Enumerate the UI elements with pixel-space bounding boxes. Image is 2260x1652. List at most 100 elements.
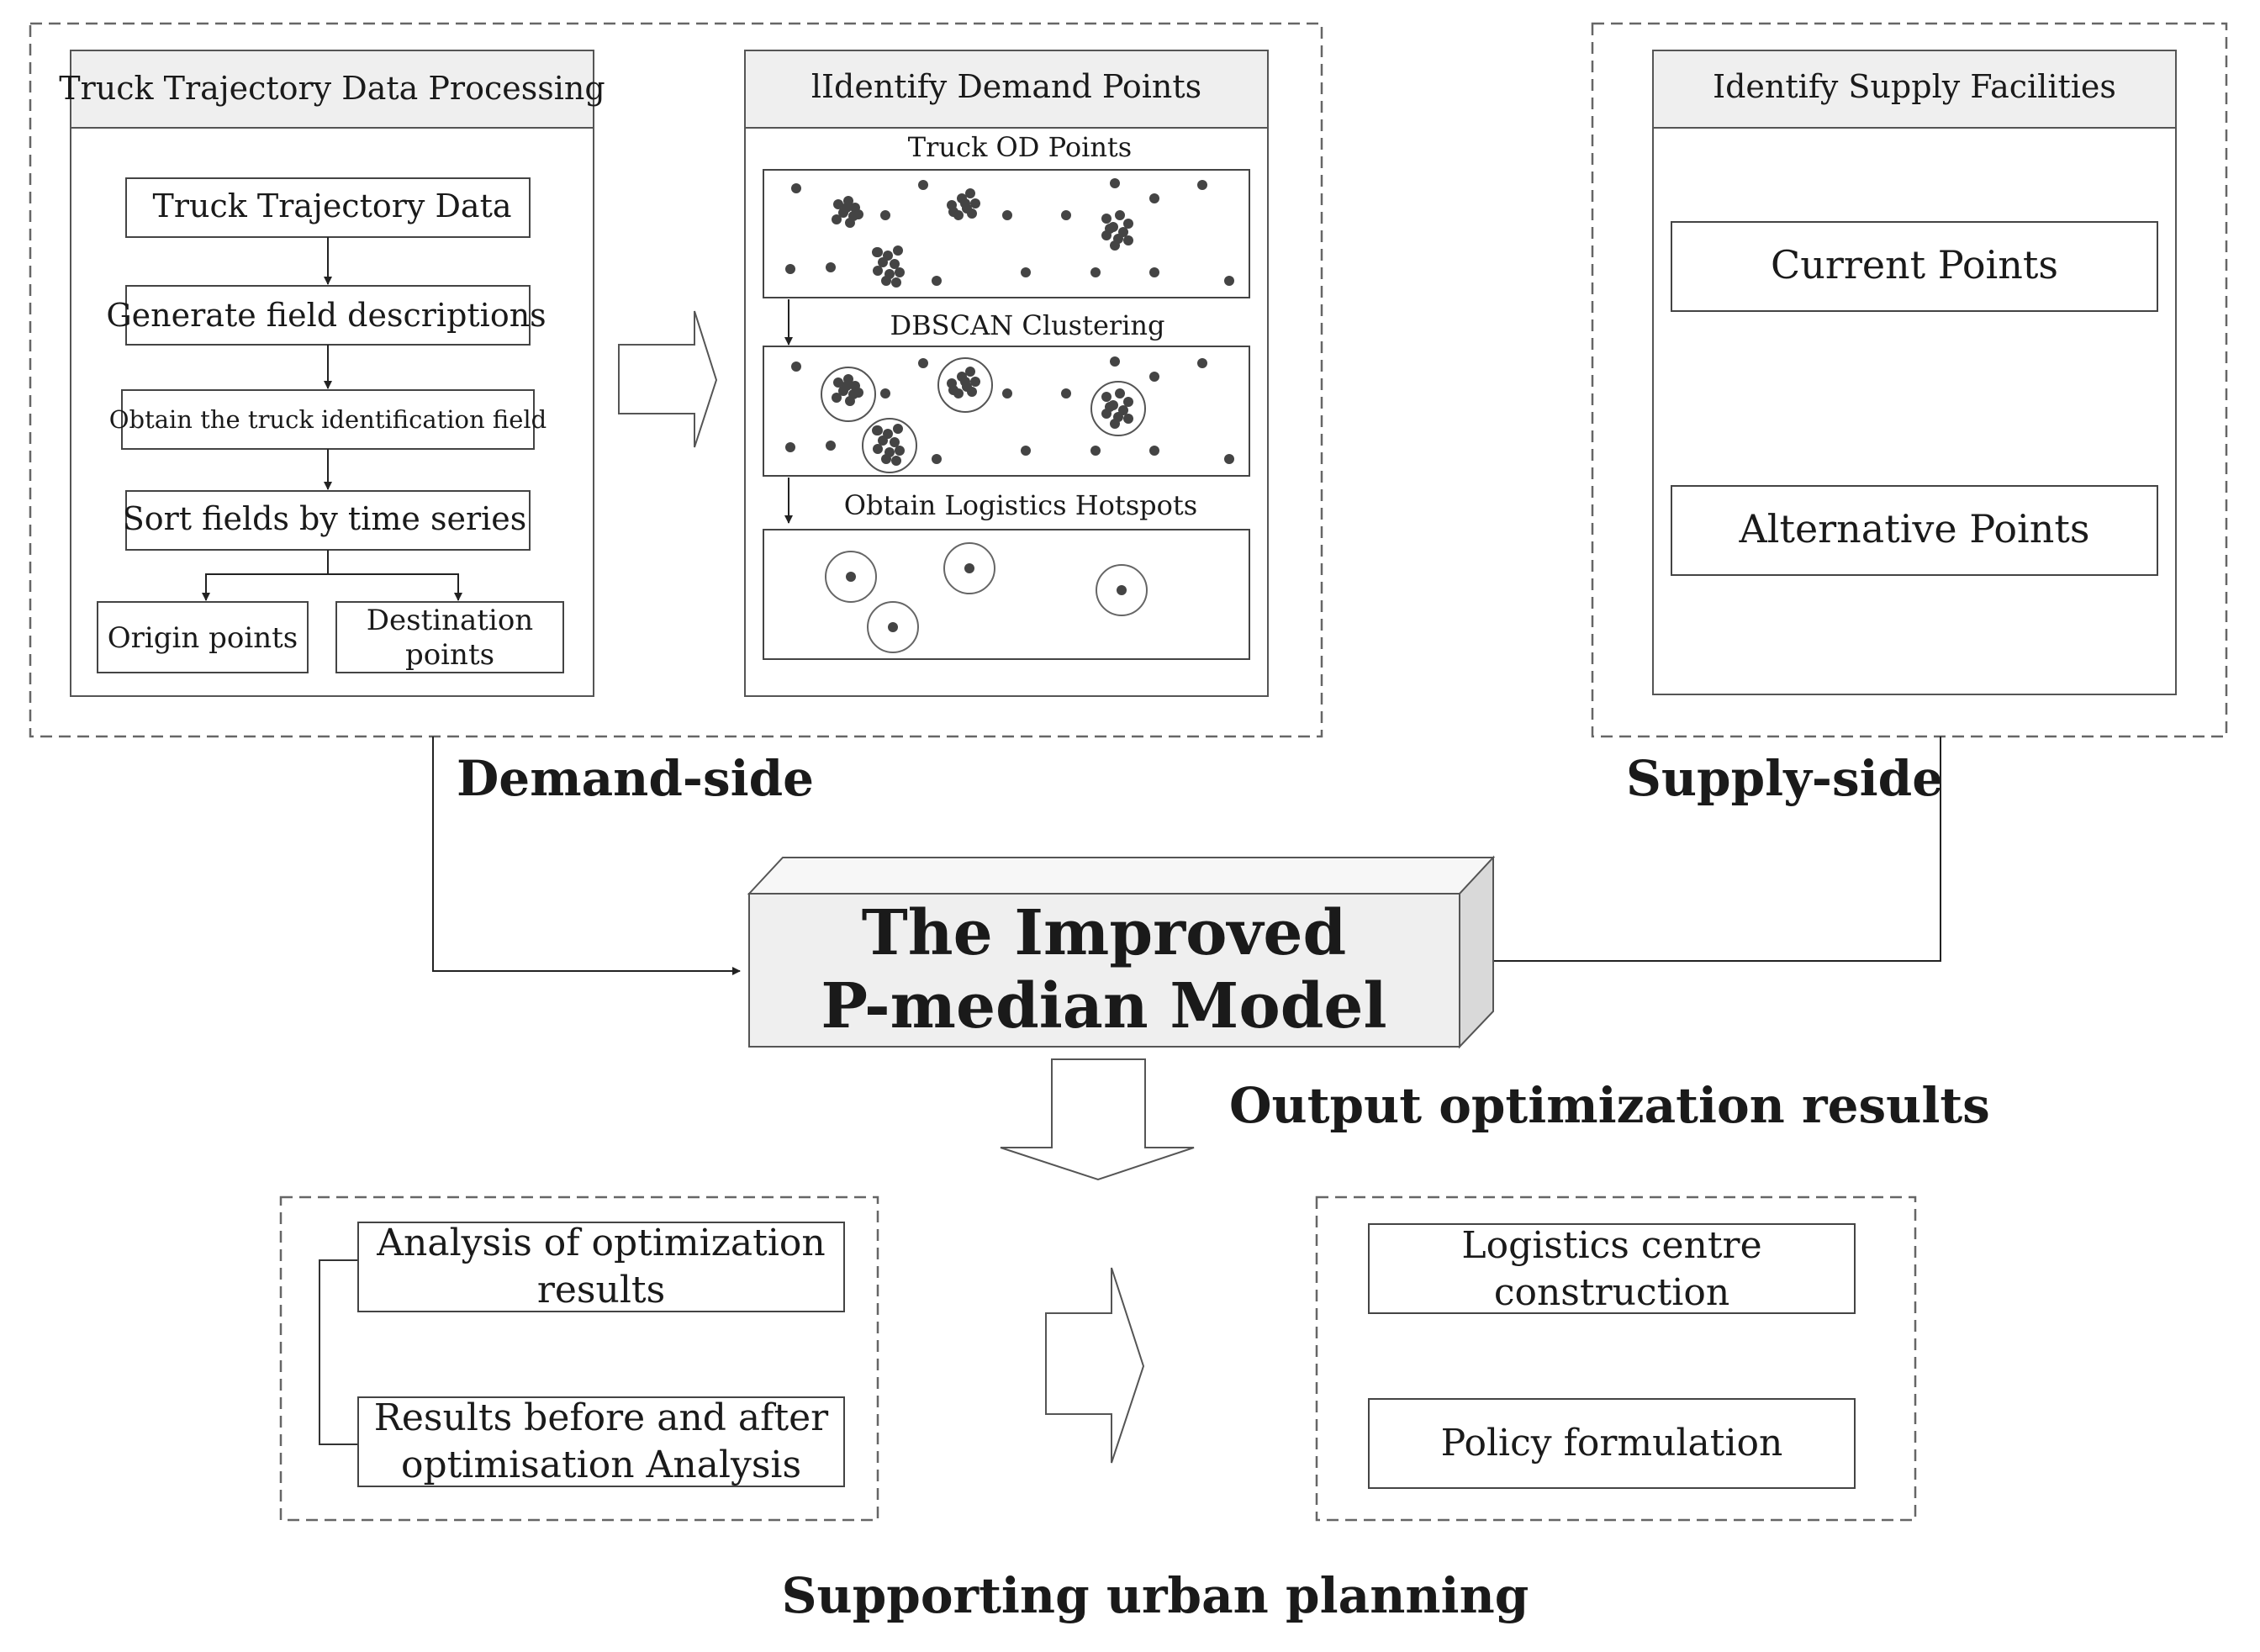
cluster-dot: [893, 424, 903, 434]
truck-od-label: Truck OD Points: [908, 131, 1132, 163]
cluster-dot: [873, 266, 883, 276]
analysis-bracket: [319, 1259, 358, 1445]
scatter-dot: [918, 180, 928, 190]
scatter-dot: [1021, 267, 1031, 277]
cluster-dot: [845, 218, 855, 228]
processing-title: Truck Trajectory Data Processing: [59, 70, 605, 107]
cluster-dot: [881, 454, 891, 464]
scatter-dot: [791, 183, 801, 193]
cluster-dot: [853, 209, 863, 219]
cluster-dot: [878, 257, 888, 267]
cluster-dot: [1123, 235, 1133, 245]
cluster-dot: [947, 378, 957, 388]
analysis-region: [279, 1195, 879, 1522]
dbscan-cluster-circles: [821, 357, 1146, 473]
destination-points-label-2: points: [405, 638, 494, 672]
cluster-dot: [1115, 210, 1125, 220]
scatter-dot: [785, 264, 795, 274]
hollow-arrow-down-output: [1000, 1058, 1195, 1181]
scatter-dot: [1149, 267, 1159, 277]
truck-od-plot: [763, 169, 1250, 298]
scatter-dot: [1061, 388, 1071, 398]
scatter-dot: [1110, 356, 1120, 367]
scatter-dot: [1110, 178, 1120, 188]
demand-points-title: lIdentify Demand Points: [811, 68, 1201, 105]
scatter-dot: [1197, 180, 1207, 190]
cluster-dot: [842, 381, 852, 391]
scatter-dot: [826, 262, 836, 272]
cluster-dot: [1115, 388, 1125, 398]
cluster-dot: [947, 200, 957, 210]
before-after-analysis-box: [357, 1396, 845, 1487]
supply-side-region: [1591, 22, 2228, 738]
scatter-dot: [1090, 446, 1101, 456]
scatter-dot: [1149, 372, 1159, 382]
scatter-dot: [1149, 193, 1159, 203]
cluster-dot: [873, 444, 883, 454]
truck-od-dots: [785, 178, 1234, 288]
cluster-dot: [1105, 402, 1115, 412]
cluster-dot: [832, 214, 842, 224]
cluster-dot: [1123, 397, 1133, 407]
planning-region: [1315, 1195, 1917, 1522]
cluster-dot: [960, 198, 970, 208]
cluster-dot: [967, 208, 977, 219]
cluster-dot: [895, 267, 905, 277]
step-sort-time-series: [125, 490, 531, 551]
cluster-dot: [970, 198, 980, 208]
logistics-centre-label-1: Logistics centre: [1461, 1224, 1761, 1267]
connector-demand-to-model: [432, 736, 741, 975]
p-median-model-box: The Improved P-median Model: [747, 855, 1496, 1049]
scatter-dot: [1002, 210, 1012, 220]
supply-facilities-title: Identify Supply Facilities: [1713, 68, 2116, 105]
cluster-dot: [873, 247, 883, 257]
supply-side-label: Supply-side: [1626, 750, 1943, 807]
split-connector: [202, 550, 329, 601]
cluster-dot: [891, 456, 901, 466]
before-after-analysis-label-2: optimisation Analysis: [401, 1444, 801, 1486]
current-points-box: [1671, 221, 2158, 312]
demand-side-region: [29, 22, 1323, 738]
supply-facilities-panel: Identify Supply Facilities Current Point…: [1652, 50, 2177, 695]
scatter-dot: [1224, 454, 1234, 464]
cluster-dot: [1101, 392, 1112, 402]
origin-points-label: Origin points: [108, 621, 298, 655]
logistics-centre-box: [1368, 1223, 1856, 1314]
cluster-dot: [890, 437, 900, 447]
model-title-line1: The Improved: [862, 897, 1347, 969]
cluster-dot: [845, 396, 855, 406]
cluster-dot: [832, 393, 842, 403]
connector-supply-to-model: [1469, 736, 1941, 965]
cluster-dot: [833, 377, 843, 388]
step-trajectory-data: [125, 177, 531, 238]
cluster-dot: [891, 277, 901, 288]
cluster-dot: [833, 199, 843, 209]
dbscan-plot: [763, 346, 1250, 477]
cluster-dot: [893, 245, 903, 256]
cluster-dot: [1123, 414, 1133, 424]
analysis-results-label-1: Analysis of optimization: [376, 1222, 825, 1264]
cluster-dot: [1110, 419, 1120, 429]
cluster-dot: [890, 259, 900, 269]
output-results-label: Output optimization results: [1229, 1077, 1990, 1134]
logistics-centre-label-2: construction: [1494, 1271, 1729, 1314]
scatter-dot: [1149, 446, 1159, 456]
hollow-arrow-analysis-to-planning: [1045, 1267, 1145, 1464]
cluster-dot: [853, 388, 863, 398]
cluster-dot: [1110, 240, 1120, 251]
scatter-dot: [1090, 267, 1101, 277]
cluster-dot: [1101, 214, 1112, 224]
dbscan-dots: [785, 356, 1234, 466]
scatter-dot: [1197, 358, 1207, 368]
cluster-dot: [1105, 224, 1115, 234]
destination-points-label-1: Destination: [367, 604, 533, 637]
cluster-dot: [965, 188, 975, 198]
step-field-descriptions-label: Generate field descriptions: [106, 297, 546, 334]
origin-points-box: [97, 601, 309, 673]
analysis-results-label-2: results: [537, 1269, 665, 1312]
alternative-points-label: Alternative Points: [1739, 506, 2090, 552]
current-points-label: Current Points: [1771, 242, 2058, 288]
hollow-arrow-processing-to-demand: [618, 310, 718, 448]
step-sort-time-series-label: Sort fields by time series: [123, 500, 527, 537]
